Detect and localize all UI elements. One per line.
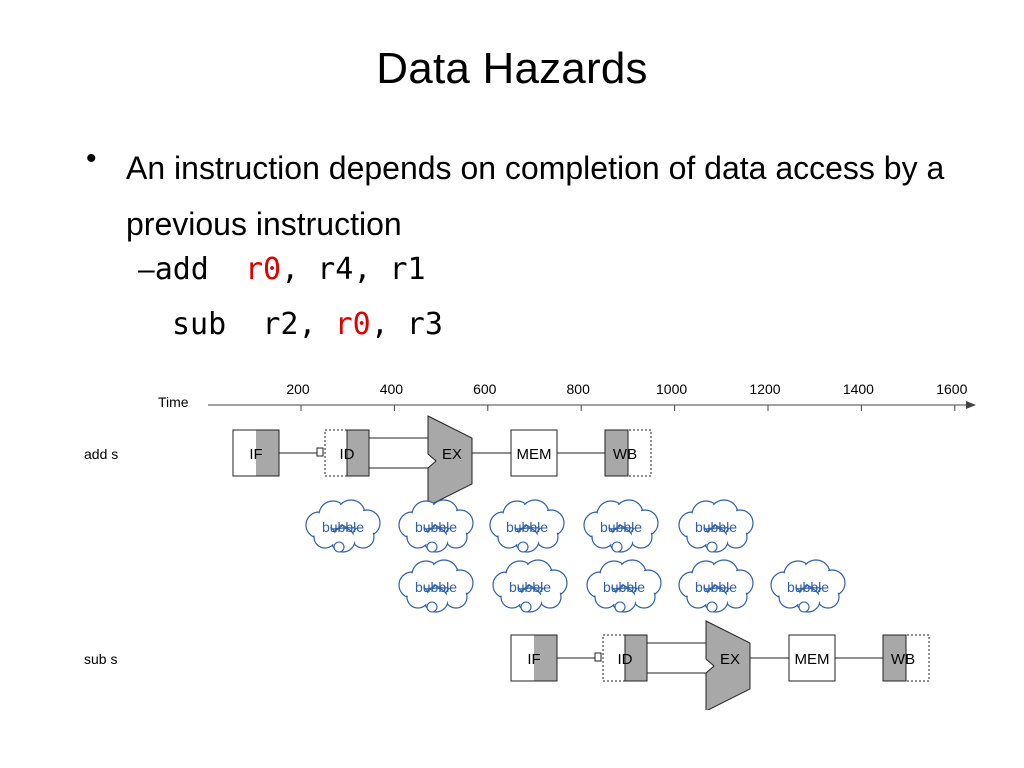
sub-wb-box <box>882 634 930 682</box>
code-dest-register: r0 <box>245 252 282 287</box>
code-line-add: –add r0, r4, r1 <box>138 255 426 285</box>
bubble-label: bubble <box>787 579 829 595</box>
sub-ex-label: EX <box>720 651 740 668</box>
time-label: Time <box>158 394 189 410</box>
bubble-label: bubble <box>415 519 457 535</box>
code-line-sub: sub r2, r0, r3 <box>172 310 443 340</box>
sub-id-box <box>602 634 648 682</box>
time-tick-label: 200 <box>286 381 310 397</box>
sub-if-shade <box>534 635 557 681</box>
add-id-label: ID <box>340 446 355 463</box>
time-tick-label: 800 <box>567 381 591 397</box>
add-mem-label: MEM <box>517 446 552 463</box>
add-ex-alu-icon <box>427 415 473 507</box>
sub-id-label: ID <box>618 651 633 668</box>
bubble-cloud-icon: bubble <box>492 559 568 613</box>
time-tick-label: 1600 <box>936 381 967 397</box>
bubble-label: bubble <box>695 519 737 535</box>
time-tick-label: 400 <box>380 381 404 397</box>
bubble-cloud-icon: bubble <box>398 499 474 553</box>
code-sub-operands: , r3 <box>370 307 443 342</box>
add-if-shade <box>256 430 279 476</box>
code-dash: – <box>138 253 155 286</box>
time-tick-label: 1000 <box>656 381 687 397</box>
time-tick-label: 600 <box>473 381 497 397</box>
sub-if-label: IF <box>527 651 540 668</box>
code-op-add: add <box>154 252 209 287</box>
bubble-label: bubble <box>509 579 551 595</box>
slide-title: Data Hazards <box>376 44 648 93</box>
bubble-label: bubble <box>506 519 548 535</box>
bullet-text: An instruction depends on completion of … <box>126 150 945 242</box>
sub-wb-label: WB <box>891 651 915 668</box>
bubble-cloud-icon: bubble <box>489 499 565 553</box>
time-tick-label: 1400 <box>843 381 874 397</box>
bubble-cloud-icon: bubble <box>305 499 381 553</box>
bubble-label: bubble <box>695 579 737 595</box>
bubble-label: bubble <box>600 519 642 535</box>
add-ex-label: EX <box>442 446 462 463</box>
add-latch <box>316 447 324 457</box>
add-row-label: add s <box>84 446 118 462</box>
code-op-sub: sub <box>172 307 227 342</box>
add-wb-box <box>604 429 652 477</box>
time-tick-label: 1200 <box>749 381 780 397</box>
sub-mem-box <box>788 634 836 682</box>
bubble-label: bubble <box>322 519 364 535</box>
add-if-label: IF <box>249 446 262 463</box>
bubble-cloud-icon: bubble <box>770 559 846 613</box>
add-id-box <box>324 429 370 477</box>
pipeline-diagram: Time 200 400 600 800 1000 1200 1400 1600 add s IF I… <box>84 381 976 710</box>
add-wb-label: WB <box>613 446 637 463</box>
time-axis-arrow-icon <box>966 401 976 409</box>
code-src-register: r0 <box>334 307 371 342</box>
bubble-cloud-icon: bubble <box>678 559 754 613</box>
code-add-operands: , r4, r1 <box>281 252 426 287</box>
bubble-cloud-icon: bubble <box>586 559 662 613</box>
code-sub-first-operand: r2, <box>262 307 335 342</box>
bullet-dot-icon: • <box>86 142 97 175</box>
bubble-label: bubble <box>603 579 645 595</box>
sub-mem-label: MEM <box>795 651 830 668</box>
bubble-cloud-icon: bubble <box>398 559 474 613</box>
sub-latch <box>594 652 602 662</box>
bubble-cloud-icon: bubble <box>583 499 659 553</box>
bubble-label: bubble <box>415 579 457 595</box>
bubble-cloud-icon: bubble <box>678 499 754 553</box>
sub-row-label: sub s <box>84 651 117 667</box>
sub-ex-alu-icon <box>705 620 751 710</box>
